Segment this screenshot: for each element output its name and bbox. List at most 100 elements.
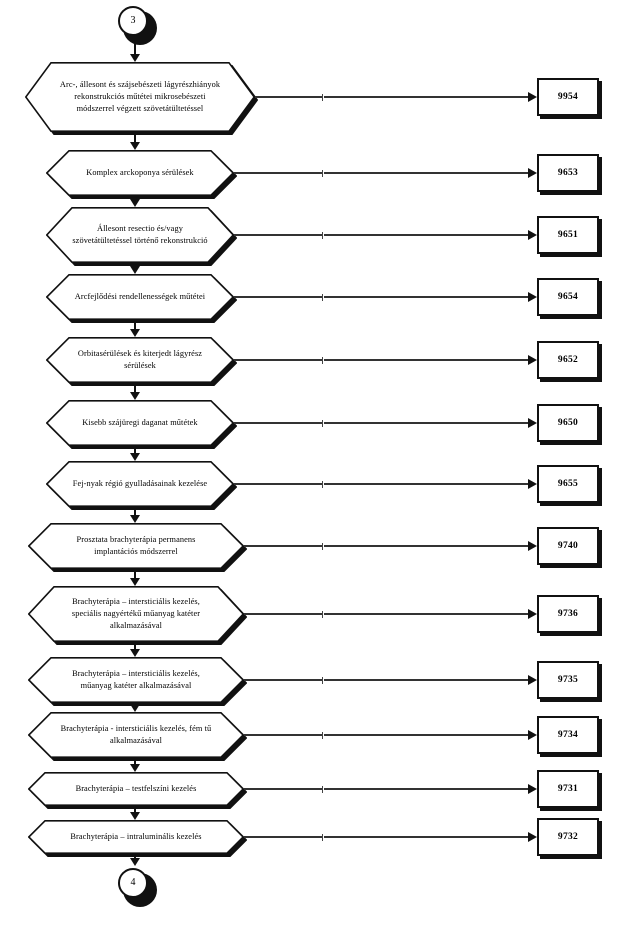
connector-tick-mark bbox=[322, 419, 324, 427]
connector-tick-mark bbox=[322, 676, 324, 684]
flow-arrowhead bbox=[130, 649, 140, 657]
connector-circle-start: 3 bbox=[118, 6, 157, 45]
flow-arrow-shaft bbox=[134, 642, 136, 649]
flow-arrow-shaft bbox=[134, 446, 136, 453]
connector-arrowhead bbox=[528, 355, 537, 365]
process-node[interactable]: Orbitasérülések és kiterjedt lágyrész sé… bbox=[45, 337, 238, 387]
code-box[interactable]: 9654 bbox=[537, 278, 602, 319]
code-box-value: 9650 bbox=[537, 404, 599, 442]
connector-arrowhead bbox=[528, 292, 537, 302]
process-node[interactable]: Brachyterápia - intersticiális kezelés, … bbox=[27, 712, 248, 762]
code-box-value: 9740 bbox=[537, 527, 599, 565]
code-box-value: 9731 bbox=[537, 770, 599, 808]
process-node-outline bbox=[45, 337, 235, 384]
connector-tick-mark bbox=[322, 610, 324, 618]
code-box-value: 9654 bbox=[537, 278, 599, 316]
flow-arrowhead bbox=[130, 392, 140, 400]
process-node-outline bbox=[45, 207, 235, 264]
code-box[interactable]: 9736 bbox=[537, 595, 602, 636]
process-node-outline bbox=[45, 461, 235, 508]
code-box[interactable]: 9731 bbox=[537, 770, 602, 811]
flow-arrow-shaft bbox=[134, 132, 136, 142]
connector-line bbox=[234, 296, 528, 298]
connector-tick-mark bbox=[322, 785, 324, 793]
flow-arrow-shaft bbox=[134, 569, 136, 578]
flow-arrowhead bbox=[130, 764, 140, 772]
flow-arrowhead bbox=[130, 578, 140, 586]
flow-arrowhead-final bbox=[130, 858, 140, 866]
flow-arrowhead bbox=[130, 453, 140, 461]
code-box[interactable]: 9735 bbox=[537, 661, 602, 702]
flow-arrow-shaft bbox=[134, 40, 136, 54]
process-node-outline bbox=[27, 772, 245, 807]
process-node[interactable]: Brachyterápia – intersticiális kezelés, … bbox=[27, 657, 248, 707]
connector-line bbox=[255, 96, 528, 98]
connector-circle-start-face: 3 bbox=[118, 6, 148, 36]
code-box[interactable]: 9954 bbox=[537, 78, 602, 119]
process-node-outline bbox=[27, 586, 245, 643]
code-box[interactable]: 9652 bbox=[537, 341, 602, 382]
connector-arrowhead bbox=[528, 730, 537, 740]
process-node[interactable]: Prosztata brachyterápia permanens implan… bbox=[27, 523, 248, 573]
process-node[interactable]: Állesont resectio és/vagy szövetátülteté… bbox=[45, 207, 238, 267]
connector-arrowhead bbox=[528, 168, 537, 178]
flow-arrowhead bbox=[130, 704, 140, 712]
process-node-outline bbox=[27, 712, 245, 759]
connector-circle-start-label: 3 bbox=[130, 15, 136, 26]
connector-line bbox=[244, 679, 528, 681]
flow-arrowhead bbox=[130, 515, 140, 523]
process-node-outline bbox=[45, 274, 235, 321]
process-node[interactable]: Kisebb szájüregi daganat műtétek bbox=[45, 400, 238, 450]
connector-arrowhead bbox=[528, 230, 537, 240]
code-box[interactable]: 9740 bbox=[537, 527, 602, 568]
flow-arrowhead bbox=[130, 266, 140, 274]
connector-arrowhead bbox=[528, 675, 537, 685]
flow-arrowhead bbox=[130, 199, 140, 207]
code-box[interactable]: 9651 bbox=[537, 216, 602, 257]
connector-circle-end-label: 4 bbox=[130, 877, 136, 888]
connector-tick-mark bbox=[322, 169, 324, 177]
process-node-outline bbox=[27, 820, 245, 855]
process-node[interactable]: Arcfejlődési rendellenességek műtétei bbox=[45, 274, 238, 324]
flow-arrow-shaft bbox=[134, 507, 136, 515]
code-box-value: 9651 bbox=[537, 216, 599, 254]
connector-arrowhead bbox=[528, 541, 537, 551]
connector-line bbox=[234, 172, 528, 174]
process-node-outline bbox=[45, 400, 235, 447]
flow-arrowhead bbox=[130, 812, 140, 820]
code-box-value: 9653 bbox=[537, 154, 599, 192]
connector-line bbox=[244, 545, 528, 547]
process-node[interactable]: Komplex arckoponya sérülések bbox=[45, 150, 238, 200]
code-box[interactable]: 9653 bbox=[537, 154, 602, 195]
flow-arrowhead bbox=[130, 54, 140, 62]
connector-line bbox=[234, 422, 528, 424]
code-box-value: 9652 bbox=[537, 341, 599, 379]
code-box[interactable]: 9734 bbox=[537, 716, 602, 757]
code-box[interactable]: 9655 bbox=[537, 465, 602, 506]
code-box-value: 9736 bbox=[537, 595, 599, 633]
flow-arrowhead bbox=[130, 329, 140, 337]
code-box[interactable]: 9650 bbox=[537, 404, 602, 445]
connector-line bbox=[244, 788, 528, 790]
process-node[interactable]: Fej-nyak régió gyulladásainak kezelése bbox=[45, 461, 238, 511]
process-node[interactable]: Brachyterápia – intraluminális kezelés bbox=[27, 820, 248, 858]
flow-arrow-shaft bbox=[134, 806, 136, 812]
code-box[interactable]: 9732 bbox=[537, 818, 602, 859]
process-node[interactable]: Brachyterápia – testfelszíni kezelés bbox=[27, 772, 248, 810]
connector-tick-mark bbox=[322, 231, 324, 239]
connector-tick-mark bbox=[322, 293, 324, 301]
connector-line bbox=[244, 613, 528, 615]
connector-line bbox=[244, 734, 528, 736]
connector-tick-mark bbox=[322, 356, 324, 364]
code-box-value: 9734 bbox=[537, 716, 599, 754]
code-box-value: 9954 bbox=[537, 78, 599, 116]
connector-line bbox=[234, 359, 528, 361]
flow-arrow-shaft bbox=[134, 320, 136, 329]
process-node[interactable]: Arc-, állesont és szájsebészeti lágyrész… bbox=[24, 62, 259, 135]
process-node-outline bbox=[27, 657, 245, 704]
connector-circle-end-face: 4 bbox=[118, 868, 148, 898]
process-node-outline bbox=[27, 523, 245, 570]
process-node[interactable]: Brachyterápia – intersticiális kezelés, … bbox=[27, 586, 248, 646]
flow-arrowhead bbox=[130, 142, 140, 150]
